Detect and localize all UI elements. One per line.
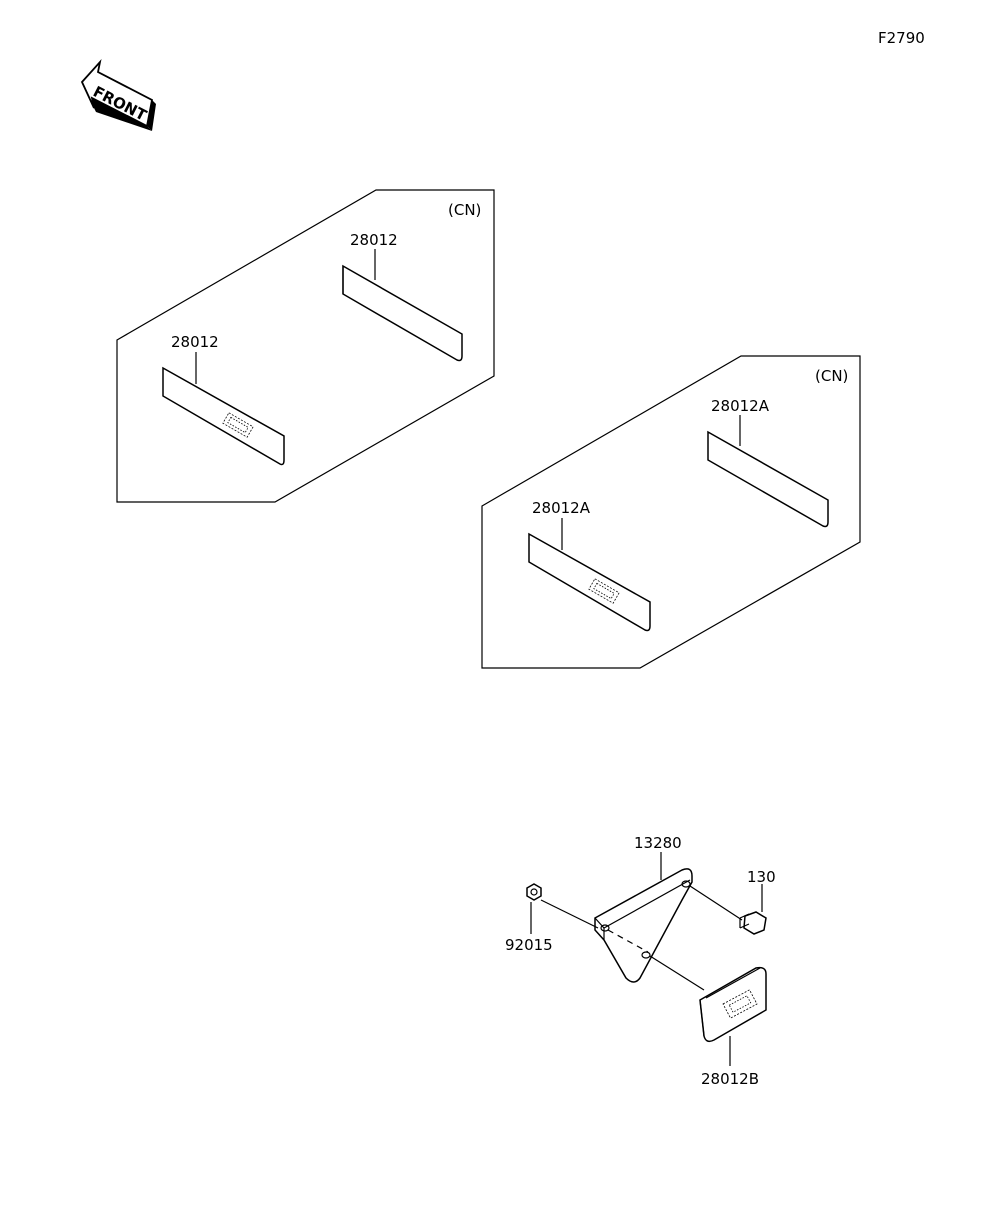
group1-region-label: (CN) <box>448 201 481 219</box>
bolt-icon <box>739 911 767 935</box>
group2-frame: (CN) 28012A 28012A <box>481 355 861 669</box>
reflector-part <box>699 966 767 1043</box>
group1-upper-label: 28012 <box>350 231 398 249</box>
group1-lower-decal <box>162 366 285 466</box>
group2-lower-label: 28012A <box>532 499 591 517</box>
group2-lower-decal <box>528 532 651 632</box>
bracket-part <box>594 868 693 983</box>
nut-label: 92015 <box>505 936 553 954</box>
reflector-assembly: 13280 92015 130 <box>505 834 776 1088</box>
group1-frame: (CN) 28012 28012 <box>116 189 495 503</box>
group2-upper-label: 28012A <box>711 397 770 415</box>
nut-icon <box>526 883 542 901</box>
group1-lower-label: 28012 <box>171 333 219 351</box>
reflector-label: 28012B <box>701 1070 759 1088</box>
group2-region-label: (CN) <box>815 367 848 385</box>
group2-upper-decal <box>707 430 829 528</box>
figure-code: F2790 <box>878 29 925 47</box>
reflector-logo-icon <box>722 989 758 1019</box>
bracket-label: 13280 <box>634 834 682 852</box>
group1-upper-decal <box>342 264 463 362</box>
front-arrow-icon: FRONT <box>80 58 156 131</box>
bolt-label: 130 <box>747 868 776 886</box>
